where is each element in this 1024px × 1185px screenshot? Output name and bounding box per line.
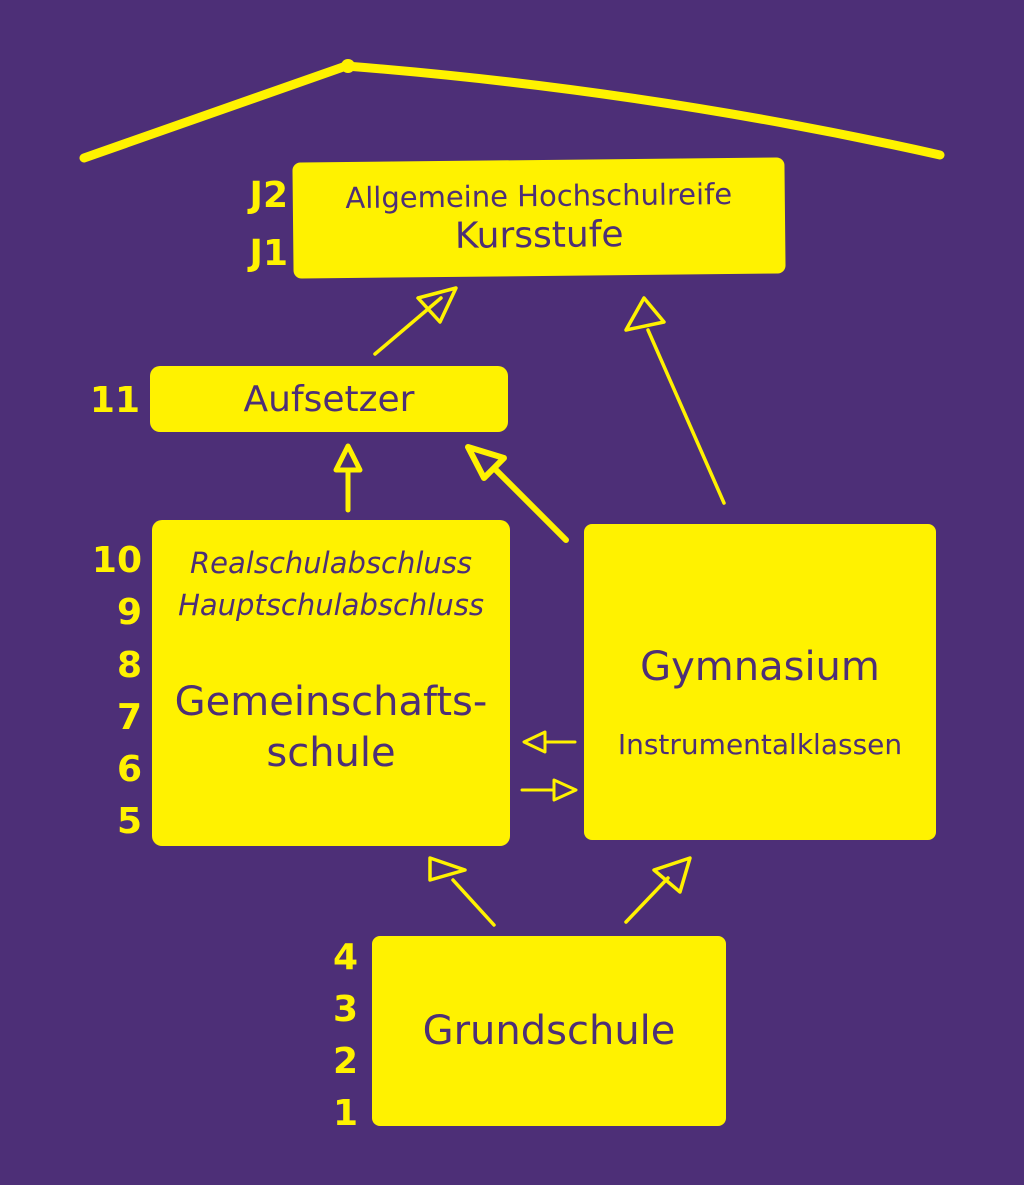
grade-label-j2: J2 <box>249 175 288 216</box>
kursstufe-box: Allgemeine Hochschulreife Kursstufe <box>292 157 786 279</box>
instrumentalklassen-label: Instrumentalklassen <box>617 727 903 761</box>
grundschule-box: Grundschule <box>372 936 726 1126</box>
kursstufe-subtitle: Allgemeine Hochschulreife <box>345 176 733 216</box>
grade-label-11: 11 <box>89 380 140 421</box>
arrow-grundschule-to-gemeinschaftsschule <box>428 856 496 927</box>
arrow-gemeinschaftsschule-to-aufsetzer <box>333 443 363 513</box>
roof-line <box>79 61 945 163</box>
grade-label-8: 8 <box>116 645 142 686</box>
grade-label-7: 7 <box>116 697 142 738</box>
hauptschulabschluss-label: Hauptschulabschluss <box>178 588 484 622</box>
grade-label-3: 3 <box>332 989 358 1030</box>
gemeinschaftsschule-box: Realschulabschluss Hauptschulabschluss G… <box>152 520 510 846</box>
grade-label-10: 10 <box>91 540 142 581</box>
arrow-gymnasium-to-gemeinschaftsschule <box>522 730 577 754</box>
grade-label-1: 1 <box>332 1093 358 1134</box>
arrow-gemeinschaftsschule-to-gymnasium <box>520 778 578 802</box>
grade-label-5: 5 <box>116 801 142 842</box>
grade-label-9: 9 <box>116 592 142 633</box>
grade-label-2: 2 <box>332 1041 358 1082</box>
realschulabschluss-label: Realschulabschluss <box>190 546 472 580</box>
arrow-gymnasium-to-kursstufe <box>624 296 726 505</box>
aufsetzer-box: Aufsetzer <box>150 366 508 432</box>
gymnasium-title: Gymnasium <box>640 643 880 690</box>
grade-label-6: 6 <box>116 749 142 790</box>
grundschule-title: Grundschule <box>422 1008 676 1054</box>
arrow-aufsetzer-to-kursstufe <box>373 286 458 356</box>
gymnasium-box: Gymnasium Instrumentalklassen <box>584 524 936 840</box>
arrow-grundschule-to-gymnasium <box>624 856 692 924</box>
roof-peak <box>341 59 355 73</box>
grade-label-4: 4 <box>332 937 358 978</box>
grade-label-j1: J1 <box>249 233 288 274</box>
gemeinschaftsschule-title-line1: Gemeinschafts- <box>174 679 488 725</box>
gemeinschaftsschule-title-line2: schule <box>266 730 396 776</box>
kursstufe-title: Kursstufe <box>454 214 624 257</box>
aufsetzer-title: Aufsetzer <box>243 378 415 420</box>
arrow-gymnasium-to-aufsetzer <box>465 444 569 543</box>
